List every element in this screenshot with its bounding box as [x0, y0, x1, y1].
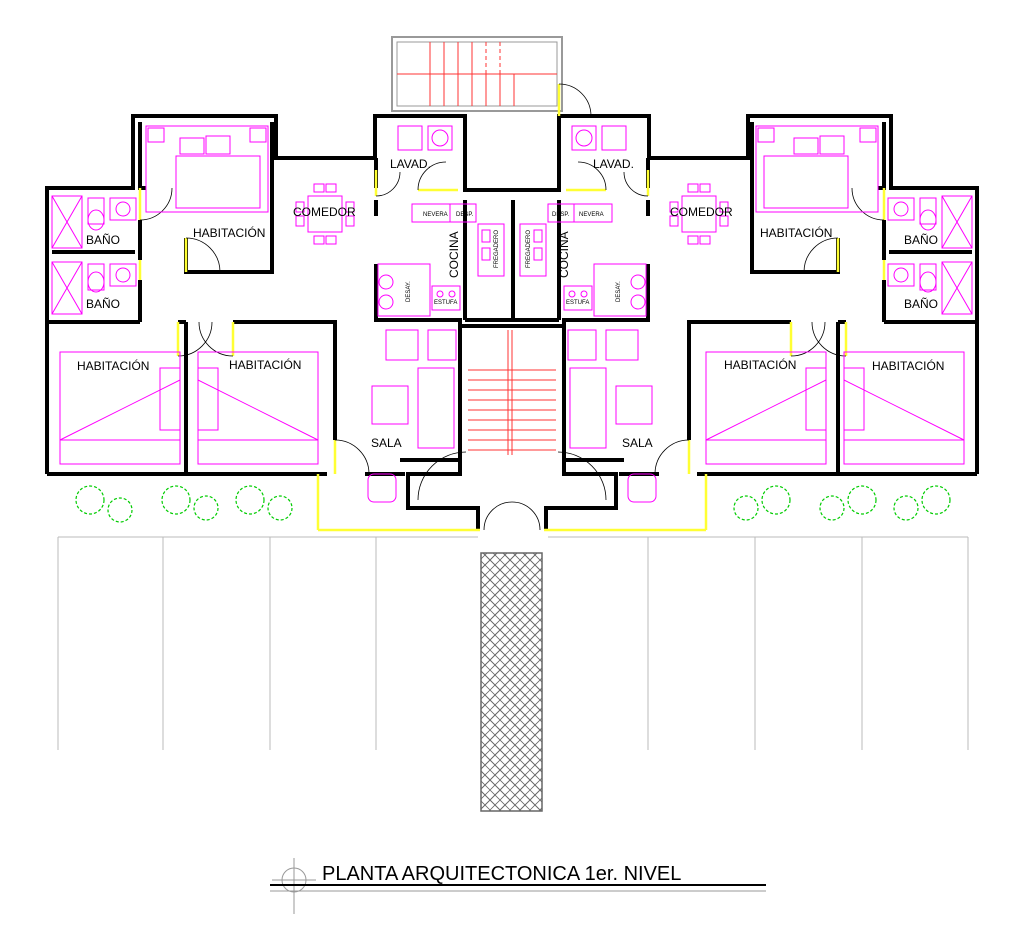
walls: [45, 114, 979, 530]
label-cocina-right: COCINA: [557, 231, 571, 278]
central-stairs: [468, 330, 556, 455]
label-bano-right-1: BAÑO: [904, 233, 938, 247]
rear-stairs: [391, 36, 563, 112]
plants: [75, 485, 951, 523]
label-desay-left: DESAY.: [406, 281, 412, 302]
label-comedor-left: COMEDOR: [293, 205, 356, 219]
parking-lines: [57, 536, 969, 750]
label-lavad-right: LAVAD.: [593, 157, 634, 171]
label-habitacion-right-top: HABITACIÓN: [760, 225, 832, 240]
label-habitacion-left-top: HABITACIÓN: [193, 225, 265, 240]
label-bano-left-2: BAÑO: [86, 297, 120, 311]
label-habitacion-left-2: HABITACIÓN: [229, 357, 301, 372]
title-block: PLANTA ARQUITECTONICA 1er. NIVEL: [270, 858, 766, 914]
label-desay-right: DESAY.: [616, 281, 622, 302]
furniture: [51, 125, 973, 503]
doors: [138, 84, 886, 532]
label-habitacion-right-2: HABITACIÓN: [872, 358, 944, 373]
label-fregadero-left: FREGADERO: [494, 230, 500, 268]
label-nevera-left: NEVERA: [423, 212, 448, 218]
room-labels: LAVAD. LAVAD. COMEDOR COMEDOR COCINA COC…: [77, 157, 944, 450]
label-estufa-right: ESTUFA: [566, 300, 589, 306]
label-cocina-left: COCINA: [447, 231, 461, 278]
label-nevera-right: NEVERA: [579, 212, 604, 218]
label-comedor-right: COMEDOR: [670, 205, 733, 219]
label-habitacion-left-1: HABITACIÓN: [77, 358, 149, 373]
label-bano-left-1: BAÑO: [86, 233, 120, 247]
label-bano-right-2: BAÑO: [904, 297, 938, 311]
label-desp-right: DESP.: [552, 212, 570, 218]
label-sala-right: SALA: [622, 436, 653, 450]
kitchen-labels: NEVERA DESP. NEVERA DESP. ESTUFA ESTUFA …: [406, 212, 622, 306]
label-habitacion-right-1: HABITACIÓN: [724, 357, 796, 372]
label-lavad-left: LAVAD.: [390, 157, 431, 171]
label-fregadero-right: FREGADERO: [526, 230, 532, 268]
label-sala-left: SALA: [371, 436, 402, 450]
door-swings: [139, 83, 885, 531]
label-estufa-left: ESTUFA: [434, 300, 457, 306]
walkway: [480, 552, 543, 812]
plan-title: PLANTA ARQUITECTONICA 1er. NIVEL: [322, 863, 681, 885]
label-desp-left: DESP.: [456, 212, 474, 218]
